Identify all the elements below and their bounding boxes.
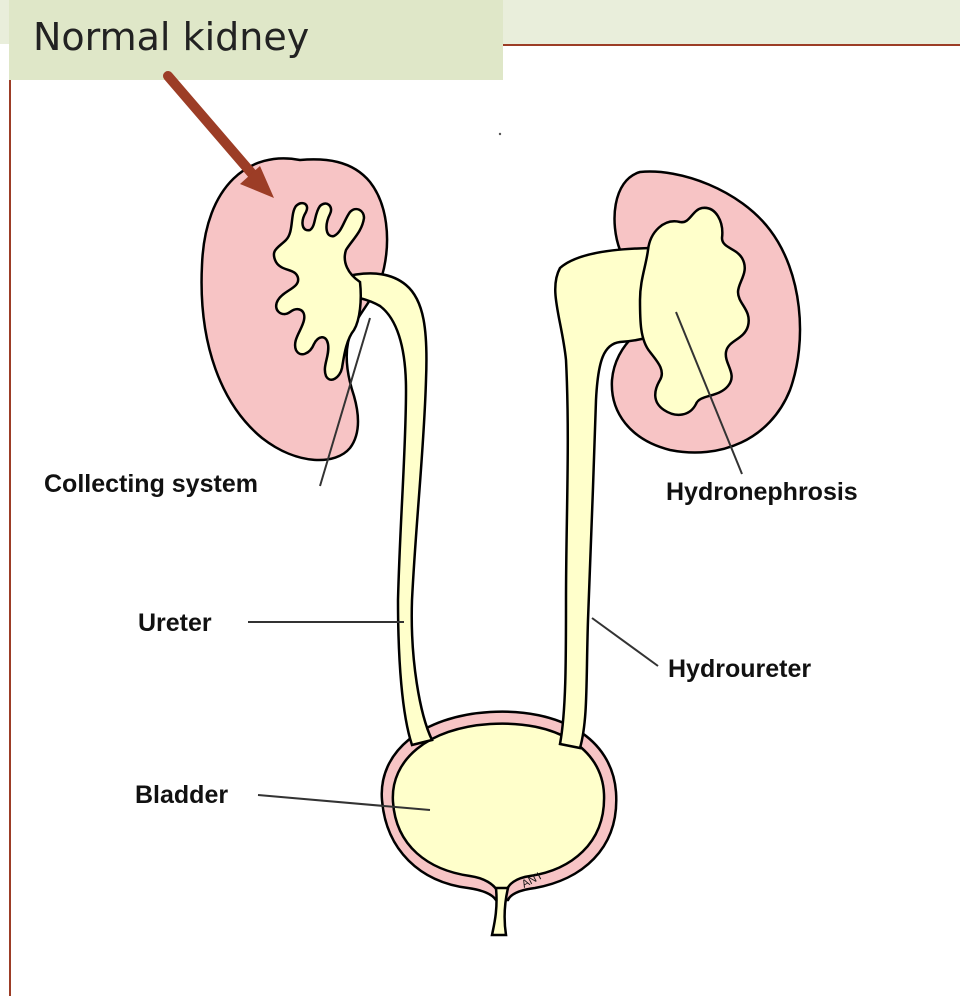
speck <box>499 133 501 135</box>
ureter-label: Ureter <box>138 609 212 637</box>
collecting-system-label: Collecting system <box>44 470 258 498</box>
hydroureter-label: Hydroureter <box>668 655 811 683</box>
hydroureter-leader <box>592 618 658 666</box>
bladder-label: Bladder <box>135 781 228 809</box>
hydronephrosis-label: Hydronephrosis <box>666 478 858 506</box>
normal-ureter <box>340 274 432 745</box>
arrow-icon <box>168 76 274 198</box>
